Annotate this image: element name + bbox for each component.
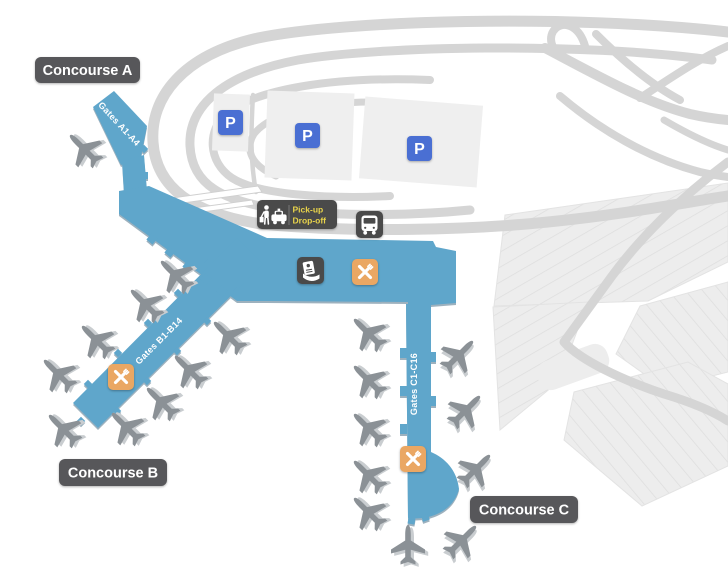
parking-letter: P <box>225 115 236 132</box>
road <box>540 43 728 125</box>
airplane-icon <box>342 483 399 540</box>
bus-icon[interactable] <box>356 211 383 238</box>
airplane-icon <box>342 446 399 503</box>
parking-icon[interactable]: P <box>295 123 320 148</box>
airplane-icon <box>32 345 89 402</box>
road <box>636 42 728 102</box>
person-with-luggage-icon <box>259 205 270 225</box>
concourse-a-pier <box>93 91 147 165</box>
airplane-icon <box>342 399 399 456</box>
parking-icon[interactable]: P <box>218 110 243 135</box>
road <box>592 30 684 104</box>
airplane-icon <box>438 384 495 441</box>
concourse-a-pier <box>122 155 147 193</box>
taxi-pickup-dropoff-icon[interactable]: Pick-up Drop-off <box>257 200 337 229</box>
apron-areas <box>492 182 728 507</box>
concourse-a-label-text: Concourse A <box>43 63 133 79</box>
concourse-c-label[interactable]: Concourse C <box>470 496 578 523</box>
passport-control-icon[interactable] <box>297 257 324 284</box>
restaurant-icons <box>108 259 426 472</box>
concourse-b-label[interactable]: Concourse B <box>59 459 167 486</box>
airplane-icon <box>342 304 399 361</box>
parking-letter: P <box>302 128 313 145</box>
concourse-a-label[interactable]: Concourse A <box>35 57 140 83</box>
gates-c-label: Gates C1-C16 <box>409 353 419 415</box>
concourse-labels: Concourse A Concourse B Concourse C <box>35 57 578 523</box>
concourse-b-label-text: Concourse B <box>68 466 158 482</box>
restaurant-icon[interactable] <box>400 446 426 472</box>
pickup-label: Pick-up <box>293 205 324 215</box>
airplane-icon <box>202 307 259 364</box>
road <box>249 92 259 195</box>
restaurant-icon[interactable] <box>108 364 134 390</box>
road <box>147 15 728 236</box>
road <box>559 157 728 426</box>
airplane-icon <box>391 525 429 567</box>
airplane-icon <box>342 351 399 408</box>
taxi-icon <box>271 208 287 225</box>
concourse-c-label-text: Concourse C <box>479 503 570 519</box>
parking-badges: P P P <box>218 110 432 161</box>
jet-bridge-teeth <box>76 144 436 525</box>
airplane-icon <box>431 329 488 386</box>
dropoff-label: Drop-off <box>293 216 327 226</box>
parking-icon[interactable]: P <box>407 136 432 161</box>
apron-area <box>536 343 610 391</box>
parking-letter: P <box>414 141 425 158</box>
restaurant-icon[interactable] <box>352 259 378 285</box>
road <box>660 116 728 154</box>
road <box>547 20 589 61</box>
